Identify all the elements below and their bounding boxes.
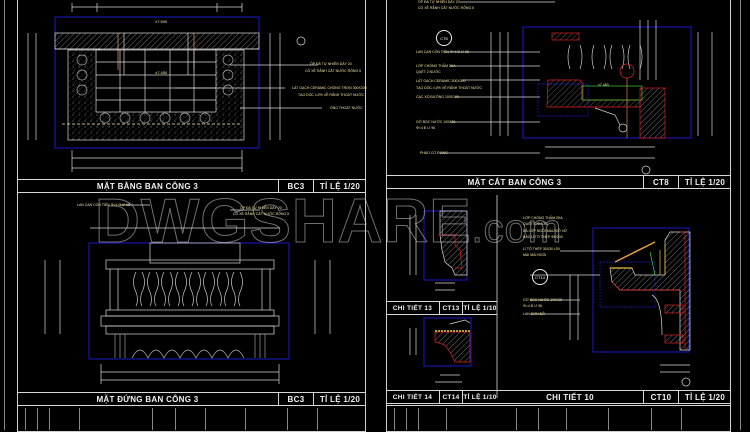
plan-level-floor: ±7.450 bbox=[155, 70, 168, 75]
elevation-title-bar: MẶT ĐỨNG BAN CÔNG 3 BC3 TỈ LỆ 1/20 bbox=[17, 392, 366, 406]
detail10-note-8: Φ=4 Đ Ư 96 bbox=[523, 304, 543, 308]
section-level: ±7.450 bbox=[598, 83, 609, 87]
plan-note-3: LÁT GẠCH CERAMIC CHỐNG TRƠN 300X300 bbox=[292, 86, 367, 90]
plan-drawing bbox=[27, 3, 322, 172]
plan-title: MẶT BẰNG BAN CÔNG 3 bbox=[96, 181, 199, 191]
plan-note-4: TẠO DỐC i=2% VỀ RÃNH THOÁT NƯỚC bbox=[298, 93, 365, 97]
section-note-7: TẠO DỐC i=2% VỀ RÃNH THOÁT NƯỚC bbox=[416, 86, 483, 90]
detail13-title: CHI TIẾT 13 bbox=[392, 304, 433, 312]
detail13-scale: TỈ LỆ 1/10 bbox=[463, 304, 497, 312]
section-detail-tag: CT8 bbox=[436, 30, 452, 46]
detail14-drawing bbox=[409, 317, 472, 383]
elevation-note-3: CÓ XẺ RÃNH CẮT NƯỚC RỘNG 5 bbox=[233, 212, 290, 216]
section-note-1: ỐP ĐÁ TỰ NHIÊN DÀY 20 bbox=[418, 0, 460, 4]
title-block-cell bbox=[681, 408, 682, 430]
plan-level-top: ±7.500 bbox=[155, 19, 168, 24]
section-note-11: PHÀO CỔ ĐỨNG bbox=[420, 151, 448, 155]
detail10-note-7: GỜ BỌC NƯỚC 100X20 bbox=[523, 298, 563, 302]
plan-note-1: ỐP ĐÁ TỰ NHIÊN DÀY 20 bbox=[310, 62, 352, 66]
detail10-note-5: LÍ TÔ THÉP 30X30 L50 bbox=[523, 247, 560, 251]
detail10-note-9: LAN SƠN ĐỎ bbox=[523, 312, 545, 316]
left-title-block bbox=[17, 405, 366, 430]
title-block-cell bbox=[37, 408, 38, 430]
right-title-block bbox=[386, 405, 731, 430]
plan-note-2: CÓ XẺ RÃNH CẮT NƯỚC RỘNG 5 bbox=[305, 69, 362, 73]
title-block-cell bbox=[25, 408, 26, 430]
section-note-10: Φ=4 Đ Ư 96 bbox=[416, 126, 436, 130]
title-block-cell bbox=[49, 408, 50, 430]
plan-title-bar: MẶT BẰNG BAN CÔNG 3 BC3 TỈ LỆ 1/20 bbox=[17, 179, 366, 193]
section-code: CT8 bbox=[643, 176, 679, 188]
elevation-note-2: ỐP ĐÁ TỰ NHIÊN DÀY 20 bbox=[240, 206, 282, 210]
section-note-3: LAN CAN CON TIỆN Φ=4 Đ Ư 96 bbox=[416, 50, 469, 54]
elevation-drawing bbox=[44, 204, 331, 384]
plan-note-5: ỐNG THOÁT NƯỚC bbox=[330, 106, 363, 110]
detail13-drawing bbox=[409, 210, 468, 291]
elevation-title: MẶT ĐỨNG BAN CÔNG 3 bbox=[96, 394, 199, 404]
right-edge-line bbox=[740, 0, 741, 430]
detail10-title: CHI TIẾT 10 bbox=[546, 392, 594, 402]
plan-scale: TỈ LỆ 1/20 bbox=[319, 181, 361, 191]
title-block-cell bbox=[287, 408, 288, 430]
detail10-title-bar: CHI TIẾT 10 CT10 TỈ LỆ 1/20 bbox=[497, 390, 731, 404]
detail10-scale: TỈ LỆ 1/20 bbox=[684, 392, 726, 402]
elevation-note-1: LAN CAN CON TIỆN Φ=4 Đ Ư 96 bbox=[77, 203, 130, 207]
detail14-title: CHI TIẾT 14 bbox=[392, 393, 433, 401]
section-note-5: QUÉT 2 NƯỚC bbox=[416, 70, 441, 74]
section-note-2: CÓ XẺ RÃNH CẮT NƯỚC RỘNG 5 bbox=[418, 6, 475, 10]
detail10-note-1: LỚP CHỐNG THẤM 2KA bbox=[523, 216, 563, 220]
title-block-cell bbox=[538, 408, 539, 430]
detail10-note-3: BẢ LỚP NGÓI MÀU ĐỎ VỮ bbox=[523, 229, 568, 233]
section-note-6: LÁT GẠCH CERAMIC 300X300 bbox=[416, 79, 466, 83]
title-block-cell bbox=[418, 408, 419, 430]
detail10-note-2: QUÉT 2 NƯỚC bbox=[523, 222, 548, 226]
title-block-cell bbox=[566, 408, 567, 430]
detail14-code: CT14 bbox=[439, 391, 463, 403]
section-title-bar: MẶT CẮT BAN CÔNG 3 CT8 TỈ LỆ 1/20 bbox=[386, 175, 731, 189]
section-title: MẶT CẮT BAN CÔNG 3 bbox=[467, 177, 562, 187]
section-scale: TỈ LỆ 1/20 bbox=[684, 177, 726, 187]
title-block-cell bbox=[394, 408, 395, 430]
detail10-note-4: BẢO Ụ TỜ THÉP Φ6/200 bbox=[523, 235, 563, 239]
section-note-4: LỚP CHỐNG THẤM 2KA bbox=[416, 64, 456, 68]
elevation-scale: TỈ LỆ 1/20 bbox=[319, 394, 361, 404]
title-block-cell bbox=[516, 408, 517, 430]
left-edge-line bbox=[4, 0, 5, 430]
detail14-scale: TỈ LỆ 1/10 bbox=[463, 393, 497, 401]
section-note-9: GỜ BỌC NƯỚC 100X20 bbox=[416, 120, 456, 124]
title-block-cell bbox=[79, 408, 80, 430]
title-block-cell bbox=[446, 408, 447, 430]
title-block-cell bbox=[608, 408, 609, 430]
plan-code: BC3 bbox=[278, 180, 314, 192]
section-drawing bbox=[440, 1, 713, 175]
title-block-cell bbox=[152, 408, 153, 430]
title-block-cell bbox=[406, 408, 407, 430]
title-block-cell bbox=[205, 408, 206, 430]
detail10-note-6: MÀI MÀI NGÓI bbox=[523, 253, 547, 257]
title-block-cell bbox=[245, 408, 246, 430]
section-note-8: CẠC XỐ BƯỚNG 100X100 bbox=[416, 95, 459, 99]
title-block-cell bbox=[651, 408, 652, 430]
title-block-cell bbox=[317, 408, 318, 430]
detail10-drawing bbox=[530, 227, 691, 387]
detail13-title-bar: CHI TIẾT 13 CT13 TỈ LỆ 1/10 bbox=[386, 301, 497, 315]
detail14-title-bar: CHI TIẾT 14 CT14 TỈ LỆ 1/10 bbox=[386, 390, 497, 404]
detail10-code: CT10 bbox=[643, 391, 679, 403]
elevation-code: BC3 bbox=[278, 393, 314, 405]
detail13-code: CT13 bbox=[439, 302, 463, 314]
title-block-cell bbox=[175, 408, 176, 430]
detail10-detail-tag: CT14 bbox=[532, 269, 548, 285]
